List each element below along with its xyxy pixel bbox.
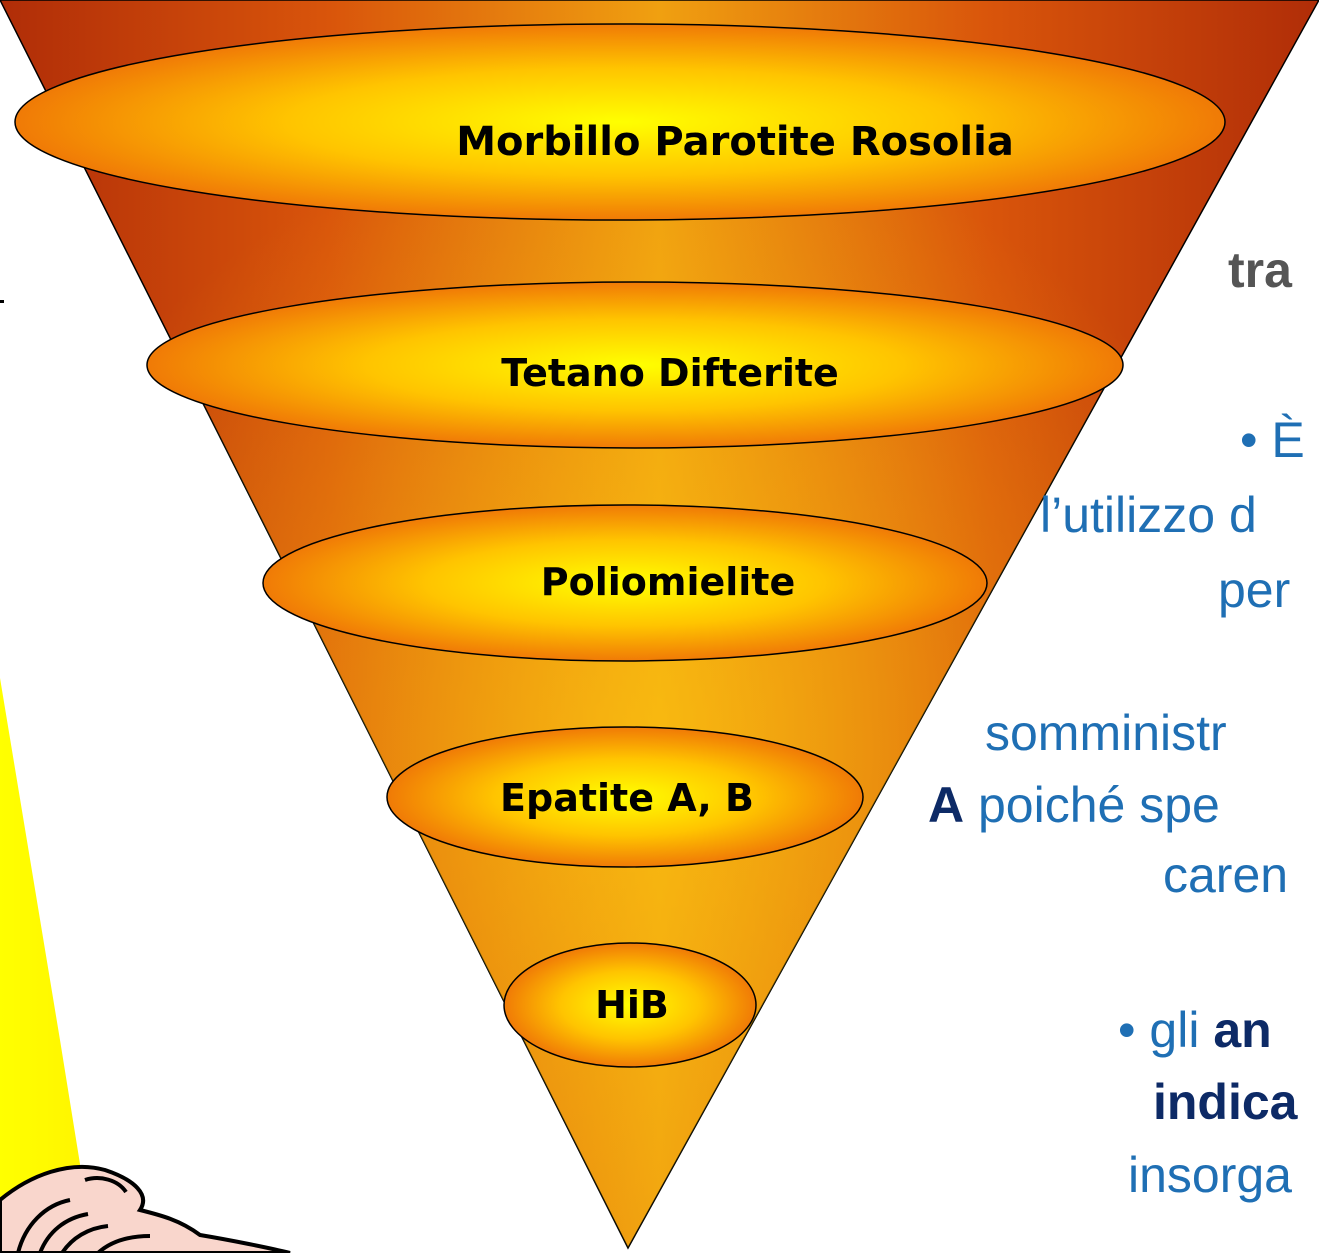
edge-mark: [0, 300, 4, 303]
funnel-level-label: Tetano Difterite: [501, 351, 839, 395]
funnel-level-2: Tetano Difterite: [146, 281, 1124, 449]
funnel-level-5: HiB: [503, 942, 757, 1068]
side-text-line6-rest: poiché spe: [964, 777, 1220, 833]
side-text-line7: caren: [1163, 847, 1289, 903]
funnel-level-ellipse: [503, 942, 757, 1068]
funnel-level-ellipse: [386, 726, 864, 868]
funnel-level-3: Poliomielite: [262, 504, 988, 662]
side-text-line4: per: [1218, 562, 1291, 618]
funnel-level-label: Poliomielite: [541, 560, 796, 604]
side-text-line3: l’utilizzo d: [1040, 487, 1257, 543]
funnel-level-1: Morbillo Parotite Rosolia: [14, 23, 1226, 221]
side-text-bullet-1: • È: [1240, 412, 1305, 468]
funnel-level-ellipse: [146, 281, 1124, 449]
cartoon-character: [0, 1164, 291, 1253]
funnel-level-4: Epatite A, B: [386, 726, 864, 868]
side-text-line1: tra: [1228, 242, 1292, 298]
light-beam: [0, 678, 110, 1253]
side-text-line6: A poiché spe: [928, 780, 1220, 830]
side-text-line9: indica: [1153, 1074, 1298, 1130]
funnel-level-label: Morbillo Parotite Rosolia: [456, 119, 1014, 165]
side-text-bullet-2-bold: an: [1213, 1002, 1272, 1058]
funnel-level-label: Epatite A, B: [500, 776, 754, 820]
side-text-line5: somministr: [985, 705, 1227, 761]
side-text-bullet-2-text: • gli: [1118, 1002, 1214, 1058]
funnel-level-ellipse: [262, 504, 988, 662]
funnel-level-label: HiB: [595, 983, 669, 1027]
side-text-bullet-2: • gli an: [1118, 1005, 1272, 1055]
side-text-line10: insorga: [1128, 1147, 1292, 1203]
funnel-level-ellipse: [14, 23, 1226, 221]
side-text-line6-bold: A: [928, 777, 965, 833]
